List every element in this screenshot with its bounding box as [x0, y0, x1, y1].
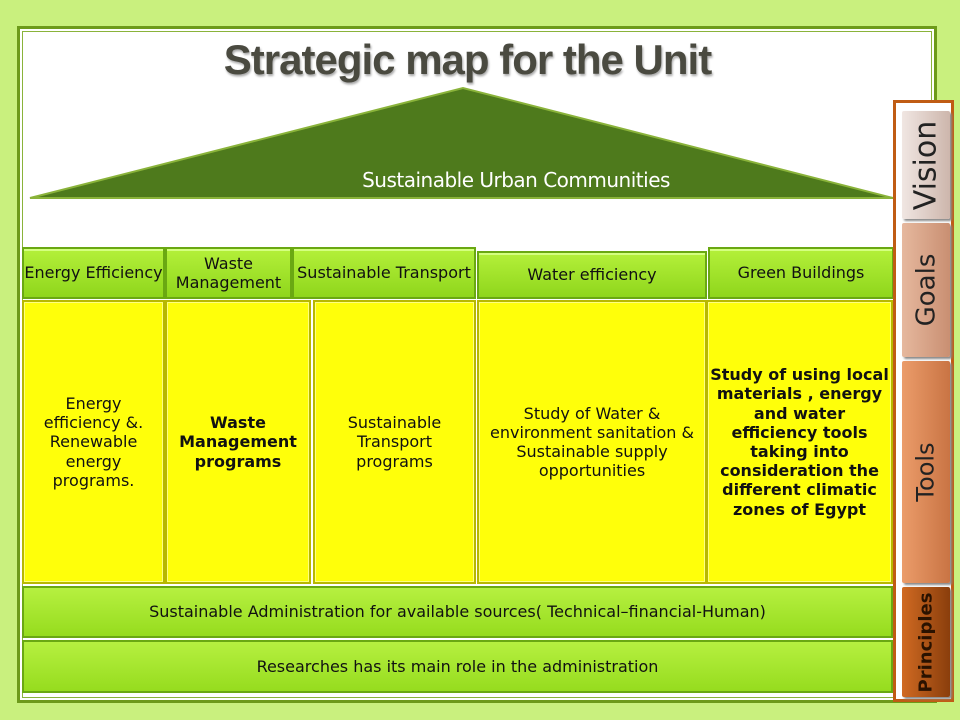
level-sidebar: Vision Goals Tools Principles: [893, 100, 954, 702]
tool-green-buildings: Study of using local materials , energy …: [706, 300, 893, 584]
tool-waste: Waste Management programs: [165, 300, 311, 584]
tab-principles: Principles: [902, 587, 950, 697]
tool-transport: Sustainable Transport programs: [313, 300, 476, 584]
goal-green-buildings: Green Buildings: [708, 247, 894, 299]
vision-statement: Sustainable Urban Communities: [362, 168, 670, 192]
tab-principles-label: Principles: [915, 592, 937, 692]
tab-vision: Vision: [902, 111, 950, 219]
page-title: Strategic map for the Unit: [223, 36, 712, 83]
goal-transport: Sustainable Transport: [292, 247, 476, 299]
tab-tools-label: Tools: [912, 442, 940, 502]
tool-energy: Energy efficiency &. Renewable energy pr…: [22, 300, 165, 584]
goal-energy: Energy Efficiency: [22, 247, 165, 299]
goal-water: Water efficiency: [477, 251, 707, 299]
tool-water: Study of Water & environment sanitation …: [477, 300, 707, 584]
tab-tools: Tools: [902, 361, 950, 583]
principle-administration: Sustainable Administration for available…: [22, 586, 893, 638]
principle-research: Researches has its main role in the admi…: [22, 640, 893, 693]
tab-goals: Goals: [902, 223, 950, 357]
tab-vision-label: Vision: [908, 120, 944, 210]
tab-goals-label: Goals: [911, 253, 942, 327]
goal-waste: Waste Management: [165, 247, 292, 299]
